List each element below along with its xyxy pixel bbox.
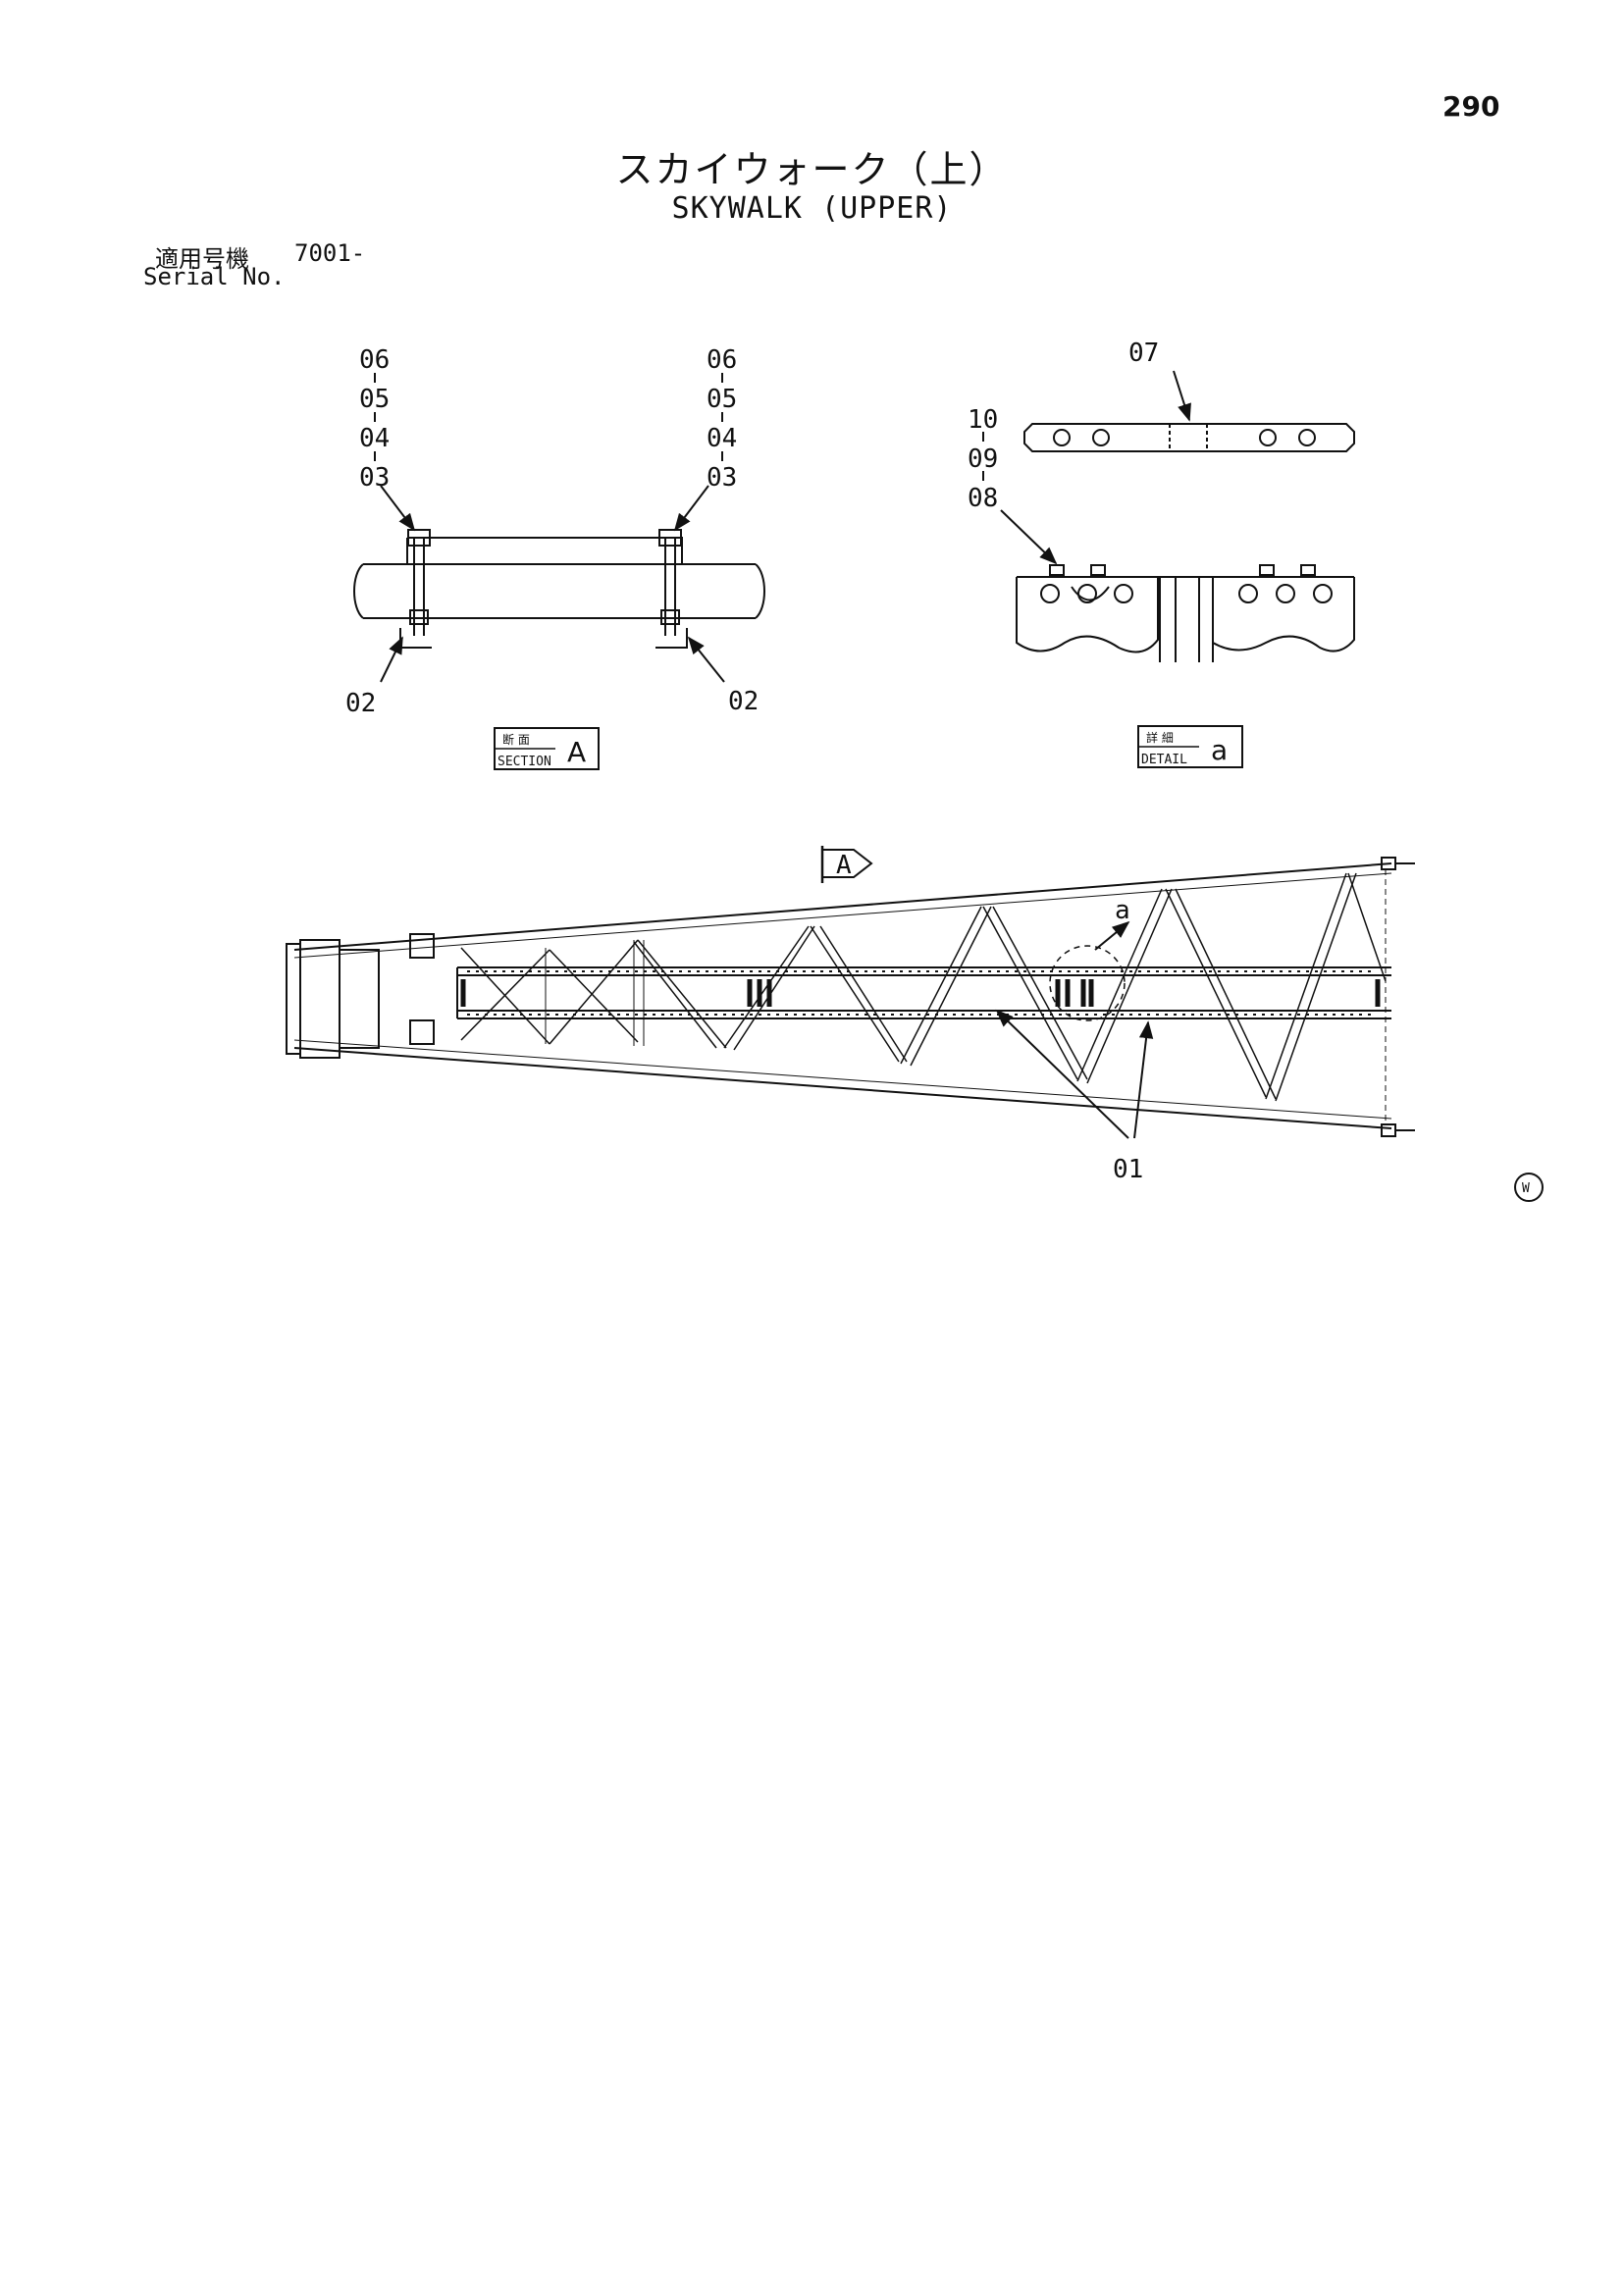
detail-box-letter: a bbox=[1211, 734, 1228, 766]
section-label-left-03: 03 bbox=[359, 463, 390, 493]
section-label-left-06: 06 bbox=[359, 345, 390, 375]
corner-w-mark: W bbox=[1514, 1173, 1544, 1202]
section-box-letter: A bbox=[567, 736, 586, 768]
section-label-right-05: 05 bbox=[707, 385, 737, 414]
page-number: 290 bbox=[1442, 90, 1500, 123]
detail-label-10: 10 bbox=[968, 405, 998, 435]
detail-box-japanese: 詳 細 bbox=[1146, 730, 1174, 745]
section-label-bottom-right-02: 02 bbox=[728, 687, 759, 716]
boom-main-view bbox=[286, 846, 1415, 1139]
section-box-english: SECTION bbox=[498, 755, 551, 769]
detail-a-callout-box: 詳 細 DETAIL a bbox=[1137, 725, 1243, 768]
part-label-01: 01 bbox=[1113, 1155, 1143, 1184]
section-a-callout-box: 断 面 SECTION A bbox=[494, 727, 600, 770]
detail-box-english: DETAIL bbox=[1141, 753, 1187, 767]
page-title-english: SKYWALK (UPPER) bbox=[671, 191, 953, 226]
serial-label-japanese: 適用号機 bbox=[155, 245, 249, 273]
page-title-japanese: スカイウォーク（上） bbox=[615, 148, 1009, 191]
section-label-bottom-left-02: 02 bbox=[345, 689, 376, 718]
view-marker-a: A bbox=[836, 851, 852, 880]
detail-marker-a: a bbox=[1115, 896, 1130, 925]
detail-label-09: 09 bbox=[968, 444, 998, 474]
section-box-japanese: 断 面 bbox=[502, 732, 530, 747]
section-label-right-03: 03 bbox=[707, 463, 737, 493]
detail-a-view bbox=[982, 370, 1355, 662]
serial-label-english: Serial No. bbox=[143, 263, 286, 290]
section-label-right-04: 04 bbox=[707, 424, 737, 453]
section-label-left-05: 05 bbox=[359, 385, 390, 414]
detail-label-08: 08 bbox=[968, 484, 998, 513]
section-a-view bbox=[353, 373, 765, 683]
section-label-right-06: 06 bbox=[707, 345, 737, 375]
section-label-left-04: 04 bbox=[359, 424, 390, 453]
corner-mark-letter: W bbox=[1522, 1181, 1530, 1196]
detail-label-07: 07 bbox=[1128, 339, 1159, 368]
serial-number-value: 7001- bbox=[294, 239, 366, 267]
